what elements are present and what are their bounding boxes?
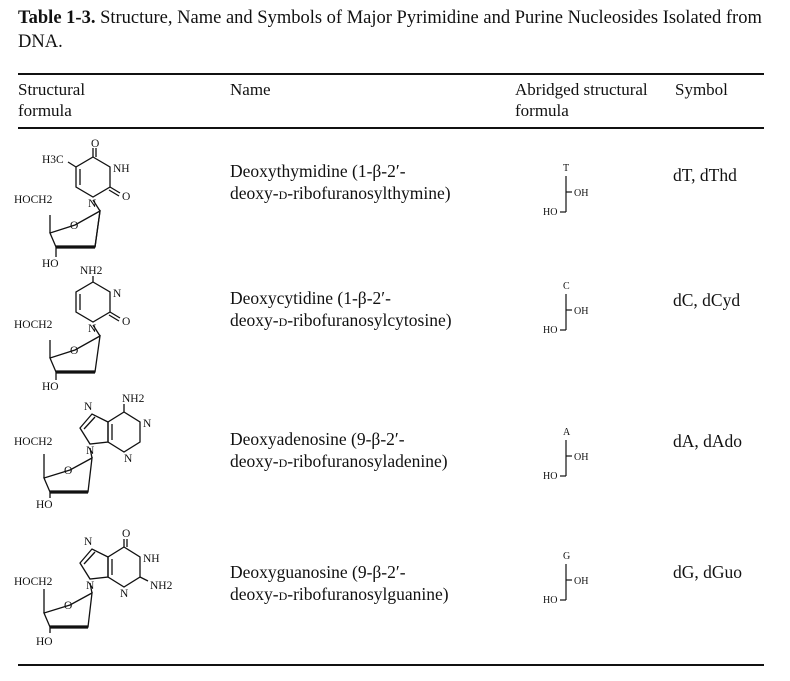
nh2-label: NH2	[80, 265, 103, 277]
abridged-base: A	[563, 427, 571, 438]
abridged-oh: OH	[574, 188, 588, 199]
symbol-cell: dG, dGuo	[673, 562, 743, 582]
ho-label: HO	[36, 636, 53, 648]
top-rule	[18, 73, 764, 75]
o-side-label: O	[122, 191, 130, 203]
name-line: Deoxycytidine (1-β-2′-	[230, 288, 391, 308]
name-suffix: -ribofuranosylguanine)	[287, 584, 449, 604]
abridged-base: G	[563, 551, 570, 562]
abridged-formula: G OH HO	[543, 551, 588, 606]
name-prefix: deoxy-	[230, 451, 279, 471]
ring-o-label: O	[70, 345, 78, 357]
n3-label: N	[124, 453, 133, 465]
bottom-rule	[18, 664, 764, 666]
abridged-formula: T OH HO	[543, 163, 588, 218]
name-smallcaps: d	[278, 183, 288, 203]
abridged-oh: OH	[574, 576, 588, 587]
name-suffix: -ribofuranosyladenine)	[287, 451, 448, 471]
n3-label: N	[120, 588, 129, 600]
abridged-formula: C OH HO	[543, 281, 588, 336]
ho-label: HO	[42, 381, 59, 393]
methyl-label: H3C	[42, 154, 64, 166]
caption-label: Table 1-3.	[18, 8, 96, 28]
name-line: Deoxythymidine (1-β-2′-	[230, 161, 406, 181]
symbol-cell: dT, dThd	[673, 165, 737, 185]
caption-text: Structure, Name and Symbols of Major Pyr…	[18, 8, 762, 52]
table-caption: Table 1-3. Structure, Name and Symbols o…	[18, 6, 770, 54]
name-line: Deoxyadenosine (9-β-2′-	[230, 429, 405, 449]
name-cell: Deoxyguanosine (9-β-2′- deoxy-d-ribofura…	[230, 561, 449, 605]
hoch2-label: HOCH2	[14, 576, 53, 588]
symbol-cell: dA, dAdo	[673, 431, 743, 451]
header-rule	[18, 127, 764, 129]
ring-o-label: O	[64, 600, 72, 612]
hoch2-label: HOCH2	[14, 319, 53, 331]
name-prefix: deoxy-	[230, 584, 279, 604]
abridged-ho: HO	[543, 595, 557, 606]
n7-label: N	[84, 536, 93, 548]
abridged-base: T	[563, 163, 569, 174]
n1-label: N	[143, 418, 152, 430]
n1-label: N	[88, 323, 97, 335]
n3-label: N	[113, 288, 122, 300]
header-abridged: Abridged structural formula	[515, 80, 648, 120]
abridged-oh: OH	[574, 306, 588, 317]
name-prefix: deoxy-	[230, 310, 279, 330]
name-smallcaps: d	[278, 310, 288, 330]
hoch2-label: HOCH2	[14, 194, 53, 206]
header-structural-formula: Structural formula	[18, 80, 86, 120]
name-cell: Deoxyadenosine (9-β-2′- deoxy-d-ribofura…	[230, 428, 448, 472]
header-name: Name	[230, 80, 271, 99]
name-smallcaps: d	[278, 584, 288, 604]
name-prefix: deoxy-	[230, 183, 279, 203]
symbol-cell: dC, dCyd	[673, 290, 741, 310]
name-cell: Deoxycytidine (1-β-2′- deoxy-d-ribofuran…	[230, 287, 452, 331]
nh-label: NH	[143, 553, 160, 565]
name-line: Deoxyguanosine (9-β-2′-	[230, 562, 406, 582]
ring-o-label: O	[70, 220, 78, 232]
hoch2-label: HOCH2	[14, 436, 53, 448]
name-line: deoxy-d-ribofuranosyladenine)	[230, 450, 448, 472]
nh2-label: NH2	[150, 580, 173, 592]
name-cell: Deoxythymidine (1-β-2′- deoxy-d-ribofura…	[230, 160, 451, 204]
abridged-base: C	[563, 281, 570, 292]
abridged-ho: HO	[543, 471, 557, 482]
abridged-ho: HO	[543, 325, 557, 336]
name-smallcaps: d	[278, 451, 288, 471]
thymidine-structure: O NH O N H3C HOCH2 O HO	[14, 138, 130, 270]
ring-o-label: O	[64, 465, 72, 477]
o-side-label: O	[122, 316, 130, 328]
nh-label: NH	[113, 163, 130, 175]
n7-label: N	[84, 401, 93, 413]
ho-label: HO	[36, 499, 53, 511]
header-symbol: Symbol	[675, 80, 728, 99]
abridged-formula: A OH HO	[543, 427, 588, 482]
name-suffix: -ribofuranosylcytosine)	[287, 310, 452, 330]
name-line: deoxy-d-ribofuranosylthymine)	[230, 182, 451, 204]
name-line: deoxy-d-ribofuranosylguanine)	[230, 583, 449, 605]
guanosine-structure: O NH N NH2 N N HOCH2 O HO	[14, 528, 173, 648]
name-suffix: -ribofuranosylthymine)	[287, 183, 451, 203]
nh2-label: NH2	[122, 393, 145, 405]
abridged-ho: HO	[543, 207, 557, 218]
abridged-oh: OH	[574, 452, 588, 463]
adenosine-structure: NH2 N N N N HOCH2 O HO	[14, 393, 152, 511]
o-label: O	[122, 528, 130, 540]
name-line: deoxy-d-ribofuranosylcytosine)	[230, 309, 452, 331]
o-label: O	[91, 138, 99, 150]
ho-label: HO	[42, 258, 59, 270]
n1-label: N	[88, 198, 97, 210]
cytidine-structure: NH2 N O N HOCH2 O HO	[14, 265, 130, 393]
